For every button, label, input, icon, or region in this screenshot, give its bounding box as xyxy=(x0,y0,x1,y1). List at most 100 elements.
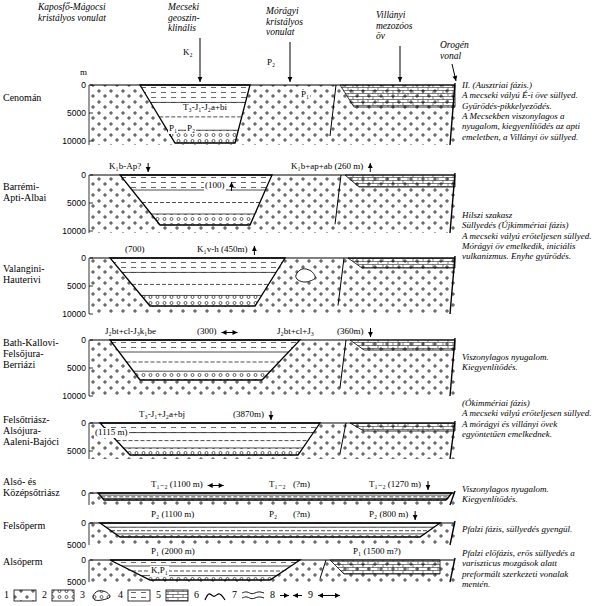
depth-label: 10000 xyxy=(62,226,86,236)
stratum-line xyxy=(151,214,255,215)
unit-label: K₁b+ap+ab (260 m) xyxy=(290,162,364,172)
fault-line xyxy=(335,175,341,224)
sink-arrow-head xyxy=(269,415,274,420)
villany-limestone xyxy=(350,340,455,350)
orogen-line xyxy=(450,558,455,582)
note-column: Pfalzi előfázis, erős süllyedés a varisz… xyxy=(462,548,594,589)
fault-line xyxy=(338,258,344,306)
legend-number: 6 xyxy=(194,589,199,600)
crystalline-basement xyxy=(90,258,455,314)
depth-tick xyxy=(89,141,93,142)
process-note: Gyűrődés-pikkelyeződés. xyxy=(462,101,594,111)
legend-swatch xyxy=(166,590,188,601)
zone-header: Villányi mezozóos öv xyxy=(376,10,422,42)
legend-number: 9 xyxy=(308,589,313,600)
unit-label: (3870m) xyxy=(232,410,265,420)
depth-label: 5000 xyxy=(67,281,86,291)
zone-header: Mórágyi kristályos vonulat xyxy=(266,6,326,38)
depth-label: 0 xyxy=(81,80,86,90)
stratum-line xyxy=(101,496,448,497)
unit-label: P₂ (800 m) xyxy=(368,510,409,520)
unit-label: P₁ xyxy=(300,90,310,100)
section-panel xyxy=(89,421,455,459)
fault-line xyxy=(320,560,326,579)
surface-line xyxy=(90,559,455,560)
crystalline-basement xyxy=(90,175,455,233)
unit-label: (100) xyxy=(204,181,226,191)
zone-header: Kaposfő-Mágocsi kristályos vonulat xyxy=(38,2,136,23)
note-column: (Ókimmériai fázis)A mecseki vályú erőtel… xyxy=(462,398,594,439)
header-arrows xyxy=(198,38,458,82)
zone-arrow xyxy=(290,42,291,82)
note-column: II. (Ausztriai fázis.)A mecseki vályú É-… xyxy=(462,80,594,142)
sink-arrow-head xyxy=(368,332,373,337)
trough-fill xyxy=(120,175,272,225)
process-note: Mórágyi öv emelkedik, iniciális vulkaniz… xyxy=(462,241,594,262)
unit-label: m xyxy=(80,68,87,78)
surface-line xyxy=(90,492,455,493)
trough-fill xyxy=(110,560,300,580)
zone-arrow xyxy=(200,38,201,82)
depth-label: 5000 xyxy=(67,446,86,456)
shift-arrow-head xyxy=(222,330,227,335)
trough-fill xyxy=(100,523,440,537)
unit-label: P₂ xyxy=(266,58,276,68)
depth-label: 0 xyxy=(81,170,86,180)
stratum-line xyxy=(106,527,434,528)
villany-limestone xyxy=(330,560,440,574)
depth-label: 5000 xyxy=(67,363,86,373)
period-label: Felsőperm xyxy=(3,520,61,531)
crystalline-basement xyxy=(90,523,455,545)
unit-label: P₂ xyxy=(268,510,278,520)
section-panel xyxy=(89,491,455,505)
depth-label: 5000 xyxy=(67,108,86,118)
stratum-line xyxy=(116,533,425,534)
surface-line xyxy=(90,84,455,85)
depth-label: 0 xyxy=(81,518,86,528)
depth-tick xyxy=(89,314,93,315)
trough-fill xyxy=(100,423,320,455)
unit-label: (?m) xyxy=(292,510,311,520)
process-note: Pfalzi előfázis, erős süllyedés a varisz… xyxy=(462,548,594,589)
section-panel xyxy=(89,173,455,233)
zone-arrow-head xyxy=(398,77,403,82)
depth-label: 5000 xyxy=(67,198,86,208)
crystalline-basement xyxy=(90,423,455,459)
period-label: Alsó- és Középsőtriász xyxy=(3,476,61,498)
depth-axis xyxy=(89,423,90,459)
zone-arrow xyxy=(400,46,401,82)
depth-label: 0 xyxy=(81,555,86,565)
sink-arrow-head xyxy=(146,167,151,172)
legend-swatch xyxy=(205,594,225,600)
stratum-line xyxy=(100,495,450,496)
depth-tick xyxy=(89,368,93,369)
stratum-line xyxy=(117,440,308,441)
stratum-line xyxy=(133,371,270,372)
clay-layer xyxy=(110,258,285,272)
unit-label: T₃-J₁+J₂a+bj xyxy=(138,410,186,420)
unit-label: T₁₋₂ (1270 m) xyxy=(368,480,422,490)
clay-layer xyxy=(110,340,300,352)
legend-number: 4 xyxy=(118,589,123,600)
clay-layer xyxy=(100,423,320,433)
unit-label: P₂ (1100 m) xyxy=(150,510,195,520)
unit-label: P₁ (1500 m?) xyxy=(352,547,402,557)
legend-swatch-head xyxy=(293,593,298,598)
rise-arrow-head xyxy=(229,182,234,187)
legend-swatch xyxy=(14,590,36,601)
depth-axis xyxy=(89,523,90,545)
villany-limestone xyxy=(340,85,455,107)
unit-label: K₁b-Ap? xyxy=(108,162,142,172)
legend-swatches xyxy=(14,590,340,601)
depth-tick xyxy=(89,560,93,561)
stratum-line xyxy=(159,116,242,117)
period-label: Barrémi- Apti-Albai xyxy=(3,181,61,203)
legend-swatch-head xyxy=(335,593,340,598)
unit-label: K₁v-h (450m) xyxy=(196,245,248,255)
unit-label: T₁₋₂ (1100 m) xyxy=(150,480,204,490)
depth-label: 10000 xyxy=(62,391,86,401)
trough-outline xyxy=(100,423,320,455)
process-note: II. (Ausztriai fázis.) xyxy=(462,80,594,90)
unit-label: J₂bt+cl-J₃k₁be xyxy=(104,327,157,337)
unit-label: (1115 m) xyxy=(94,428,129,438)
